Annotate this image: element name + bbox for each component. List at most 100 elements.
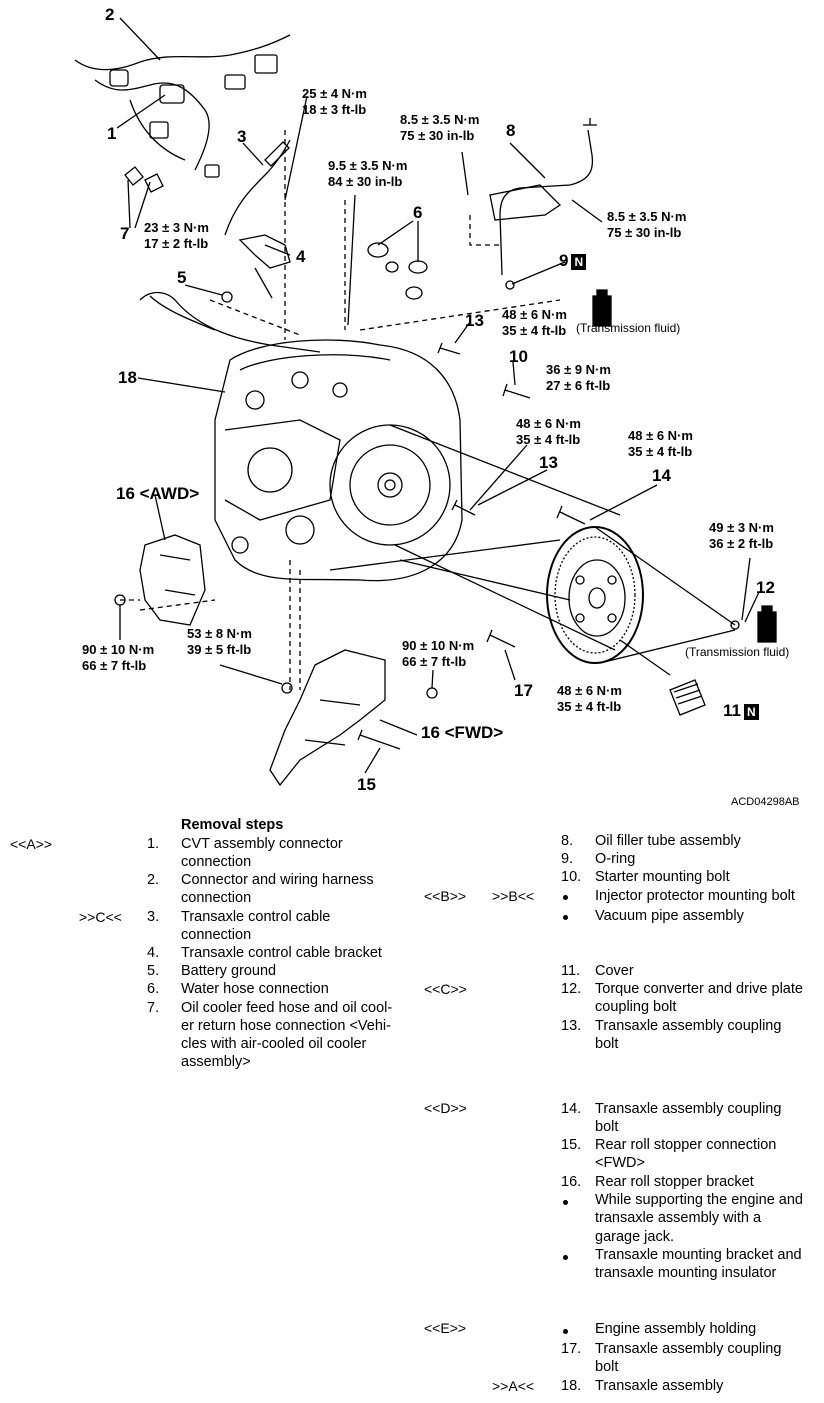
step-number: 7. xyxy=(147,1000,160,1016)
code-c-left: <<C>> xyxy=(424,981,467,997)
figure-code: ACD04298AB xyxy=(731,796,800,808)
step-text: connection xyxy=(181,854,252,870)
step-text: Transaxle assembly xyxy=(595,1378,724,1394)
callout-13-lower: 13 xyxy=(539,453,558,472)
steps-heading: Removal steps xyxy=(181,817,284,833)
callout-16-fwd: 16 <FWD> xyxy=(421,723,504,742)
step-text: Transaxle assembly coupling xyxy=(595,1101,782,1117)
step-number: 17. xyxy=(561,1341,582,1357)
step-number: 10. xyxy=(561,869,582,885)
bullet xyxy=(563,895,568,900)
callout-7: 7 xyxy=(120,224,130,243)
step-number: 14. xyxy=(561,1101,582,1117)
step-text: garage jack. xyxy=(595,1229,674,1245)
step-text: O-ring xyxy=(595,851,636,867)
step-text: Oil filler tube assembly xyxy=(595,833,741,849)
step-text: Oil cooler feed hose and oil cool- xyxy=(181,1000,393,1016)
callout-5: 5 xyxy=(177,268,187,287)
step-number: 6. xyxy=(147,981,160,997)
callout-8: 8 xyxy=(506,121,516,140)
step-number: 13. xyxy=(561,1018,582,1034)
step-text: Rear roll stopper bracket xyxy=(595,1174,754,1190)
step-text: transaxle mounting insulator xyxy=(595,1265,777,1281)
n-mark: N xyxy=(571,253,587,270)
step-text: Transaxle assembly coupling xyxy=(595,1018,782,1034)
fluid-label-lower: (Transmission fluid) xyxy=(685,645,790,659)
step-number: 8. xyxy=(561,833,574,849)
step-number: 12. xyxy=(561,981,582,997)
bullet xyxy=(563,915,568,920)
callout-16-awd: 16 <AWD> xyxy=(116,484,200,503)
step-text: Starter mounting bolt xyxy=(595,869,730,885)
bullet xyxy=(563,1255,568,1260)
bullet xyxy=(563,1329,568,1334)
step-text: Connector and wiring harness xyxy=(181,872,374,888)
step-text: transaxle assembly with a xyxy=(595,1210,762,1226)
step-text: er return hose connection <Vehi- xyxy=(181,1018,391,1034)
control-cable xyxy=(224,139,291,236)
callout-15: 15 xyxy=(357,775,376,794)
step-text: bolt xyxy=(595,1359,619,1375)
code-d-left: <<D>> xyxy=(424,1100,467,1116)
wiring-harness xyxy=(74,34,291,71)
callout-1: 1 xyxy=(107,124,117,143)
step-text: connection xyxy=(181,927,252,943)
step-text: coupling bolt xyxy=(595,999,677,1015)
step-text: <FWD> xyxy=(595,1155,645,1171)
step-text: connection xyxy=(181,890,252,906)
code-a-left: <<A>> xyxy=(10,836,53,852)
code-b-left: <<B>> xyxy=(424,888,467,904)
step-number: 18. xyxy=(561,1378,582,1394)
callout-12: 12 xyxy=(756,578,775,597)
transaxle-housing xyxy=(214,339,463,582)
step-text: Cover xyxy=(595,963,634,979)
step-text: Transaxle control cable bracket xyxy=(181,945,382,961)
step-text: Rear roll stopper connection xyxy=(595,1137,777,1153)
step-text: bolt xyxy=(595,1036,619,1052)
step-text: Engine assembly holding xyxy=(595,1321,757,1337)
callout-4: 4 xyxy=(296,247,306,266)
step-text: Battery ground xyxy=(181,963,277,979)
step-text: Transaxle assembly coupling xyxy=(595,1341,782,1357)
callout-6: 6 xyxy=(413,203,423,222)
step-text: Torque converter and drive plate xyxy=(595,981,803,997)
step-text: Transaxle mounting bracket and xyxy=(595,1247,802,1263)
step-number: 1. xyxy=(147,836,160,852)
step-number: 2. xyxy=(147,872,160,888)
code-b-install: >>B<< xyxy=(492,888,535,904)
step-text: bolt xyxy=(595,1119,619,1135)
oil-filler-tube xyxy=(499,129,594,276)
callout-3: 3 xyxy=(237,127,247,146)
step-number: 9. xyxy=(561,851,574,867)
step-text: cles with air-cooled oil cooler xyxy=(181,1036,367,1052)
callout-18: 18 xyxy=(118,368,137,387)
step-text: assembly> xyxy=(181,1054,251,1070)
code-c-install: >>C<< xyxy=(79,909,122,925)
n-mark: N xyxy=(743,703,759,720)
step-text: Water hose connection xyxy=(181,981,329,997)
exploded-diagram xyxy=(74,17,777,787)
callout-17: 17 xyxy=(514,681,533,700)
step-number: 16. xyxy=(561,1174,582,1190)
step-number: 11. xyxy=(561,963,581,979)
step-number: 15. xyxy=(561,1137,582,1153)
code-a-install: >>A<< xyxy=(492,1378,535,1394)
step-text: While supporting the engine and xyxy=(595,1192,803,1208)
step-text: Transaxle control cable xyxy=(181,909,331,925)
callout-13-upper: 13 xyxy=(465,311,484,330)
callout-14: 14 xyxy=(652,466,671,485)
